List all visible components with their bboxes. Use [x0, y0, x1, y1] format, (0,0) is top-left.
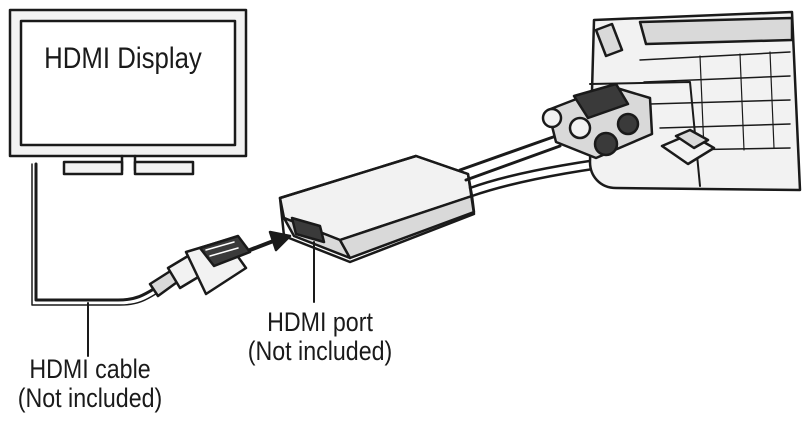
vga-cable — [458, 134, 562, 182]
hdmi-port-label: HDMI port (Not included) — [217, 308, 423, 366]
hdmi-cable-label: HDMI cable (Not included) — [4, 355, 176, 413]
hdmi-display-monitor — [8, 8, 248, 176]
monitor-stand-left — [62, 160, 124, 176]
laptop-keyboard-rows — [639, 51, 791, 151]
vga-connector-face — [572, 82, 630, 120]
hdmi-plug — [148, 234, 252, 298]
usb-connector-tip — [674, 128, 710, 150]
cable-wire — [34, 162, 164, 302]
hdmi-port-label-line1: HDMI port — [267, 307, 373, 337]
vga-thumbscrew-mid — [568, 116, 592, 140]
monitor-stand-right — [133, 160, 195, 176]
monitor-screen — [19, 19, 237, 147]
vga-thumbscrew-far — [616, 112, 640, 136]
hdmi-port-opening — [290, 216, 326, 244]
vga-thumbscrew-left — [541, 107, 563, 129]
laptop-outline — [588, 10, 802, 192]
laptop-corner — [541, 10, 802, 192]
monitor-neck — [120, 154, 137, 172]
hdmi-cable-label-line2: (Not included) — [17, 383, 163, 413]
hdmi-port-label-line2: (Not included) — [247, 336, 393, 366]
hdmi-cable — [31, 162, 165, 357]
adapter-box — [278, 154, 476, 303]
arrow-head — [268, 230, 292, 252]
cable-wire-inner — [31, 163, 165, 306]
laptop-key-dividers — [699, 51, 775, 151]
laptop-screen-hinge — [594, 16, 794, 58]
plug-tip-highlight — [205, 241, 239, 257]
hdmi-cable-label-line1: HDMI cable — [29, 354, 151, 384]
vga-thumbscrew-right — [593, 131, 619, 157]
display-title: HDMI Display — [44, 42, 202, 75]
adapter-outline — [278, 154, 476, 264]
